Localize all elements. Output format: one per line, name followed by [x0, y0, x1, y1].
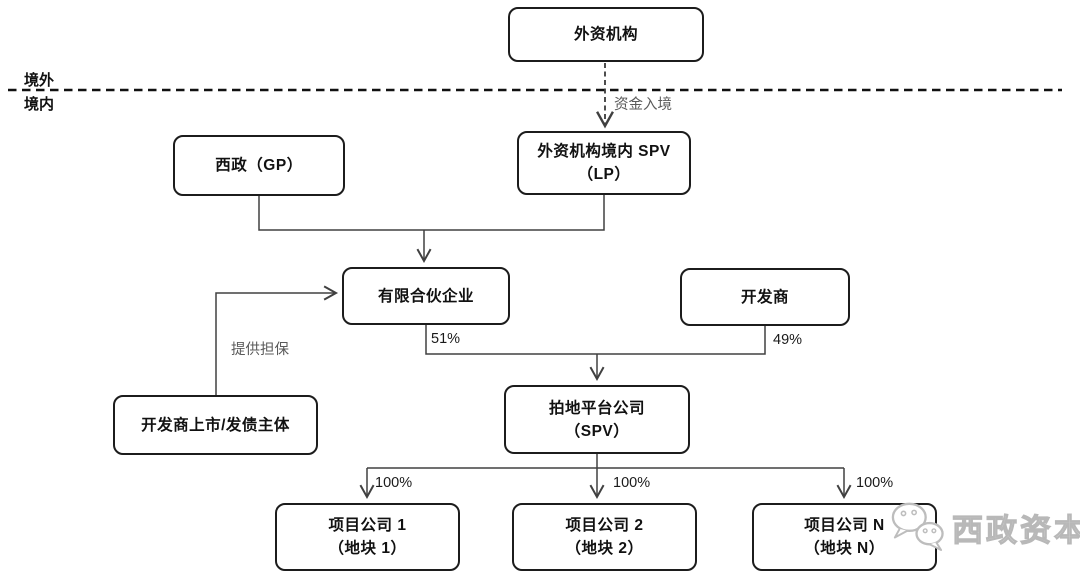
edge-guarantee — [215, 285, 339, 395]
project2-stake-label: 100% — [613, 475, 651, 491]
node-domestic-spv: 外资机构境内 SPV （LP） — [517, 131, 691, 195]
node-projectN-line2: （地块 N） — [804, 540, 885, 557]
node-project1-line1: 项目公司 1 — [328, 517, 407, 534]
guarantee-label: 提供担保 — [231, 342, 289, 358]
capital-entry-label: 资金入境 — [614, 97, 672, 113]
node-land-platform-line1: 拍地平台公司 — [548, 399, 645, 417]
edge-stake-junction — [425, 325, 766, 355]
developer-stake-label: 49% — [773, 332, 803, 348]
node-developer: 开发商 — [680, 268, 850, 326]
node-land-platform: 拍地平台公司 （SPV） — [504, 385, 690, 454]
wechat-icon — [886, 498, 948, 557]
node-issuer: 开发商上市/发债主体 — [113, 395, 318, 455]
node-developer-label: 开发商 — [740, 288, 789, 306]
node-domestic-spv-line1: 外资机构境内 SPV — [537, 143, 671, 160]
node-project2-line2: （地块 2） — [565, 540, 644, 557]
onshore-label: 境内 — [24, 96, 55, 113]
watermark: 西政资本 — [886, 498, 1080, 557]
node-projectN-line1: 项目公司 N — [804, 517, 885, 534]
node-limited-partnership-label: 有限合伙企业 — [377, 287, 474, 305]
offshore-label: 境外 — [24, 72, 55, 89]
node-project1-line2: （地块 1） — [328, 540, 407, 557]
node-project1: 项目公司 1 （地块 1） — [275, 503, 460, 571]
edge-gp-lp-junction — [258, 195, 605, 231]
project1-stake-label: 100% — [375, 475, 413, 491]
node-foreign-institution-label: 外资机构 — [573, 26, 638, 43]
node-gp-label: 西政（GP） — [215, 157, 303, 174]
node-project2: 项目公司 2 （地块 2） — [512, 503, 697, 571]
watermark-text: 西政资本 — [951, 512, 1080, 548]
node-domestic-spv-line2: （LP） — [577, 166, 631, 183]
lp-stake-label: 51% — [431, 331, 461, 347]
node-project2-line1: 项目公司 2 — [565, 517, 644, 534]
node-gp: 西政（GP） — [173, 135, 345, 196]
node-foreign-institution: 外资机构 — [508, 7, 704, 62]
node-limited-partnership: 有限合伙企业 — [342, 267, 510, 325]
projectN-stake-label: 100% — [856, 475, 894, 491]
node-issuer-label: 开发商上市/发债主体 — [141, 416, 290, 434]
node-land-platform-line2: （SPV） — [564, 422, 630, 440]
